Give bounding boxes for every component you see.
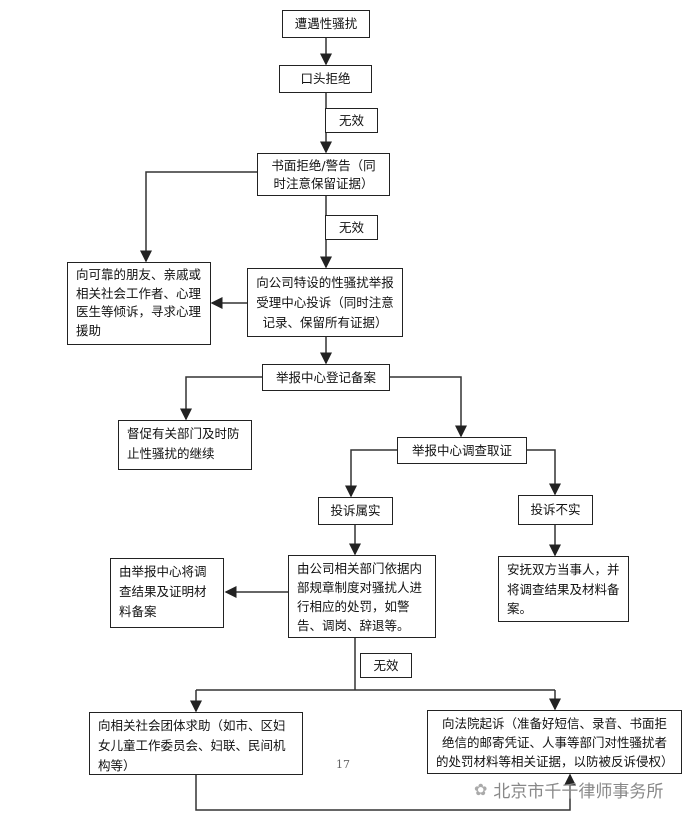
node-complain-center: 向公司特设的性骚扰举报受理中心投诉（同时注意记录、保留所有证据） xyxy=(247,268,403,337)
node-comfort-parties: 安抚双方当事人，并将调查结果及材料备案。 xyxy=(498,556,629,622)
node-social-groups: 向相关社会团体求助（如市、区妇女儿童工作委员会、妇联、民间机构等） xyxy=(89,712,303,775)
arrow-investigate-to-false xyxy=(527,449,561,496)
node-complaint-true: 投诉属实 xyxy=(318,497,393,525)
label-invalid-2: 无效 xyxy=(325,215,378,240)
node-punish: 由公司相关部门依据内部规章制度对骚扰人进行相应的处罚，如警告、调岗、辞退等。 xyxy=(288,555,436,638)
label-invalid-1: 无效 xyxy=(325,108,378,133)
arrow-register-to-investigate xyxy=(390,376,467,438)
node-written-refusal: 书面拒绝/警告（同时注意保留证据） xyxy=(257,153,390,196)
node-verbal-refusal: 口头拒绝 xyxy=(279,65,372,93)
watermark: ✿ 北京市千千律师事务所 xyxy=(474,777,663,802)
watermark-text: 北京市千千律师事务所 xyxy=(493,782,664,802)
node-complaint-false: 投诉不实 xyxy=(518,495,593,525)
page-number: 17 xyxy=(336,758,350,771)
arrow-register-to-urge xyxy=(180,376,262,421)
node-record-results: 由举报中心将调查结果及证明材料备案 xyxy=(110,558,224,628)
node-start: 遭遇性骚扰 xyxy=(282,10,370,38)
node-register: 举报中心登记备案 xyxy=(262,364,390,391)
wechat-icon: ✿ xyxy=(474,780,488,799)
node-investigate: 举报中心调查取证 xyxy=(397,437,527,464)
arrow-written-to-support xyxy=(140,171,257,263)
arrow-investigate-to-true xyxy=(345,449,397,498)
node-seek-support: 向可靠的朋友、亲戚或相关社会工作者、心理医生等倾诉，寻求心理援助 xyxy=(67,262,211,345)
label-invalid-3: 无效 xyxy=(360,653,412,678)
arrow-social-to-court xyxy=(195,773,576,811)
node-sue-court: 向法院起诉（准备好短信、录音、书面拒绝信的邮寄凭证、人事等部门对性骚扰者的处罚材… xyxy=(427,710,682,774)
node-urge-departments: 督促有关部门及时防止性骚扰的继续 xyxy=(118,420,252,470)
